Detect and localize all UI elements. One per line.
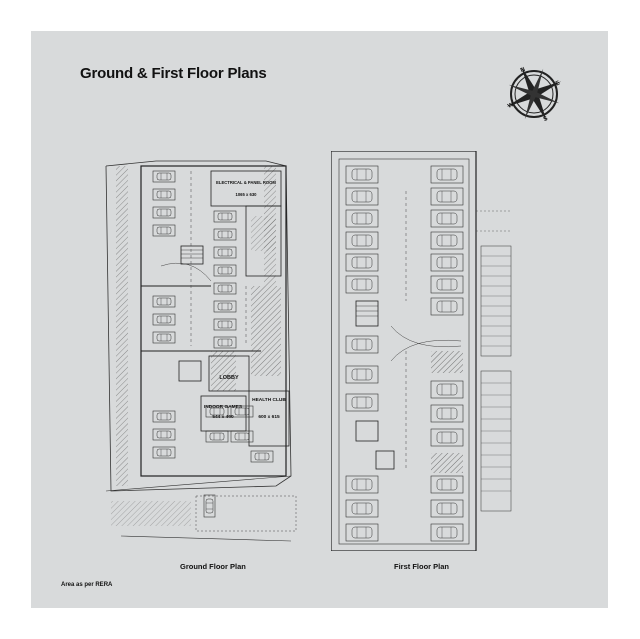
compass-rose-icon: N E S W	[501, 61, 567, 127]
footer-note: Area as per RERA	[61, 582, 113, 588]
page-title: Ground & First Floor Plans	[80, 65, 267, 82]
first-floor-plan	[331, 151, 516, 551]
compass-s: S	[543, 116, 549, 123]
ground-floor-plan: ELECTRICAL & PANEL ROOM 1065 x 630 LOBBY…	[101, 156, 316, 546]
ground-floor-caption: Ground Floor Plan	[180, 562, 246, 571]
indoor-games-label: INDOOR GAMES	[204, 404, 243, 410]
electrical-room-label: ELECTRICAL & PANEL ROOM	[216, 180, 276, 185]
electrical-room-size: 1065 x 630	[236, 192, 258, 197]
plan-board: Ground & First Floor Plans N E S W	[31, 31, 608, 608]
health-club-size: 600 x 615	[258, 414, 280, 420]
first-floor-caption: First Floor Plan	[394, 562, 450, 571]
compass-w: W	[507, 102, 515, 110]
indoor-games-size: 544 x 460	[212, 414, 234, 420]
lobby-label: LOBBY	[219, 375, 239, 381]
compass-e: E	[555, 80, 561, 87]
compass-n: N	[520, 67, 526, 74]
health-club-label: HEALTH CLUB	[252, 397, 286, 403]
